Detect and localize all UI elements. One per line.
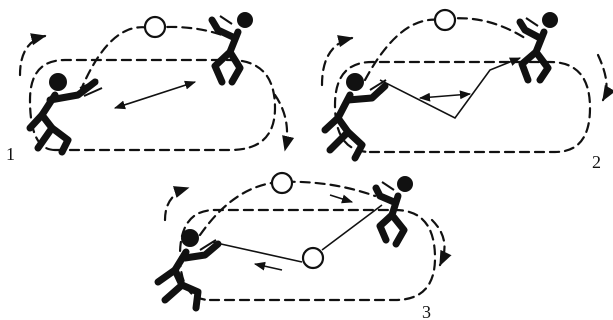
- pass-line: [212, 242, 302, 262]
- pass-line: [322, 205, 382, 250]
- player: [158, 229, 218, 308]
- panel-number: 2: [592, 152, 601, 172]
- circular-arrow: [598, 55, 607, 100]
- ball: [435, 10, 455, 30]
- panel-1: 1: [6, 12, 287, 164]
- pass-arrow: [330, 195, 352, 202]
- panel-2: 2: [322, 10, 607, 172]
- panel-number: 1: [6, 144, 15, 164]
- panel-3: 3: [158, 173, 445, 320]
- circular-arrow: [20, 36, 45, 75]
- ball: [303, 248, 323, 268]
- player: [30, 73, 102, 152]
- ball: [272, 173, 292, 193]
- panel-number: 3: [422, 302, 431, 320]
- pass-arrow: [115, 82, 195, 108]
- ball: [145, 17, 165, 37]
- circular-arrow: [275, 95, 287, 150]
- circular-arrow: [165, 188, 188, 220]
- pass-arrow: [420, 94, 470, 98]
- player: [520, 12, 558, 80]
- pass-arrow: [255, 264, 282, 270]
- circular-arrow: [432, 220, 445, 265]
- pass-path: [380, 58, 520, 118]
- player: [212, 12, 253, 82]
- player: [325, 73, 386, 158]
